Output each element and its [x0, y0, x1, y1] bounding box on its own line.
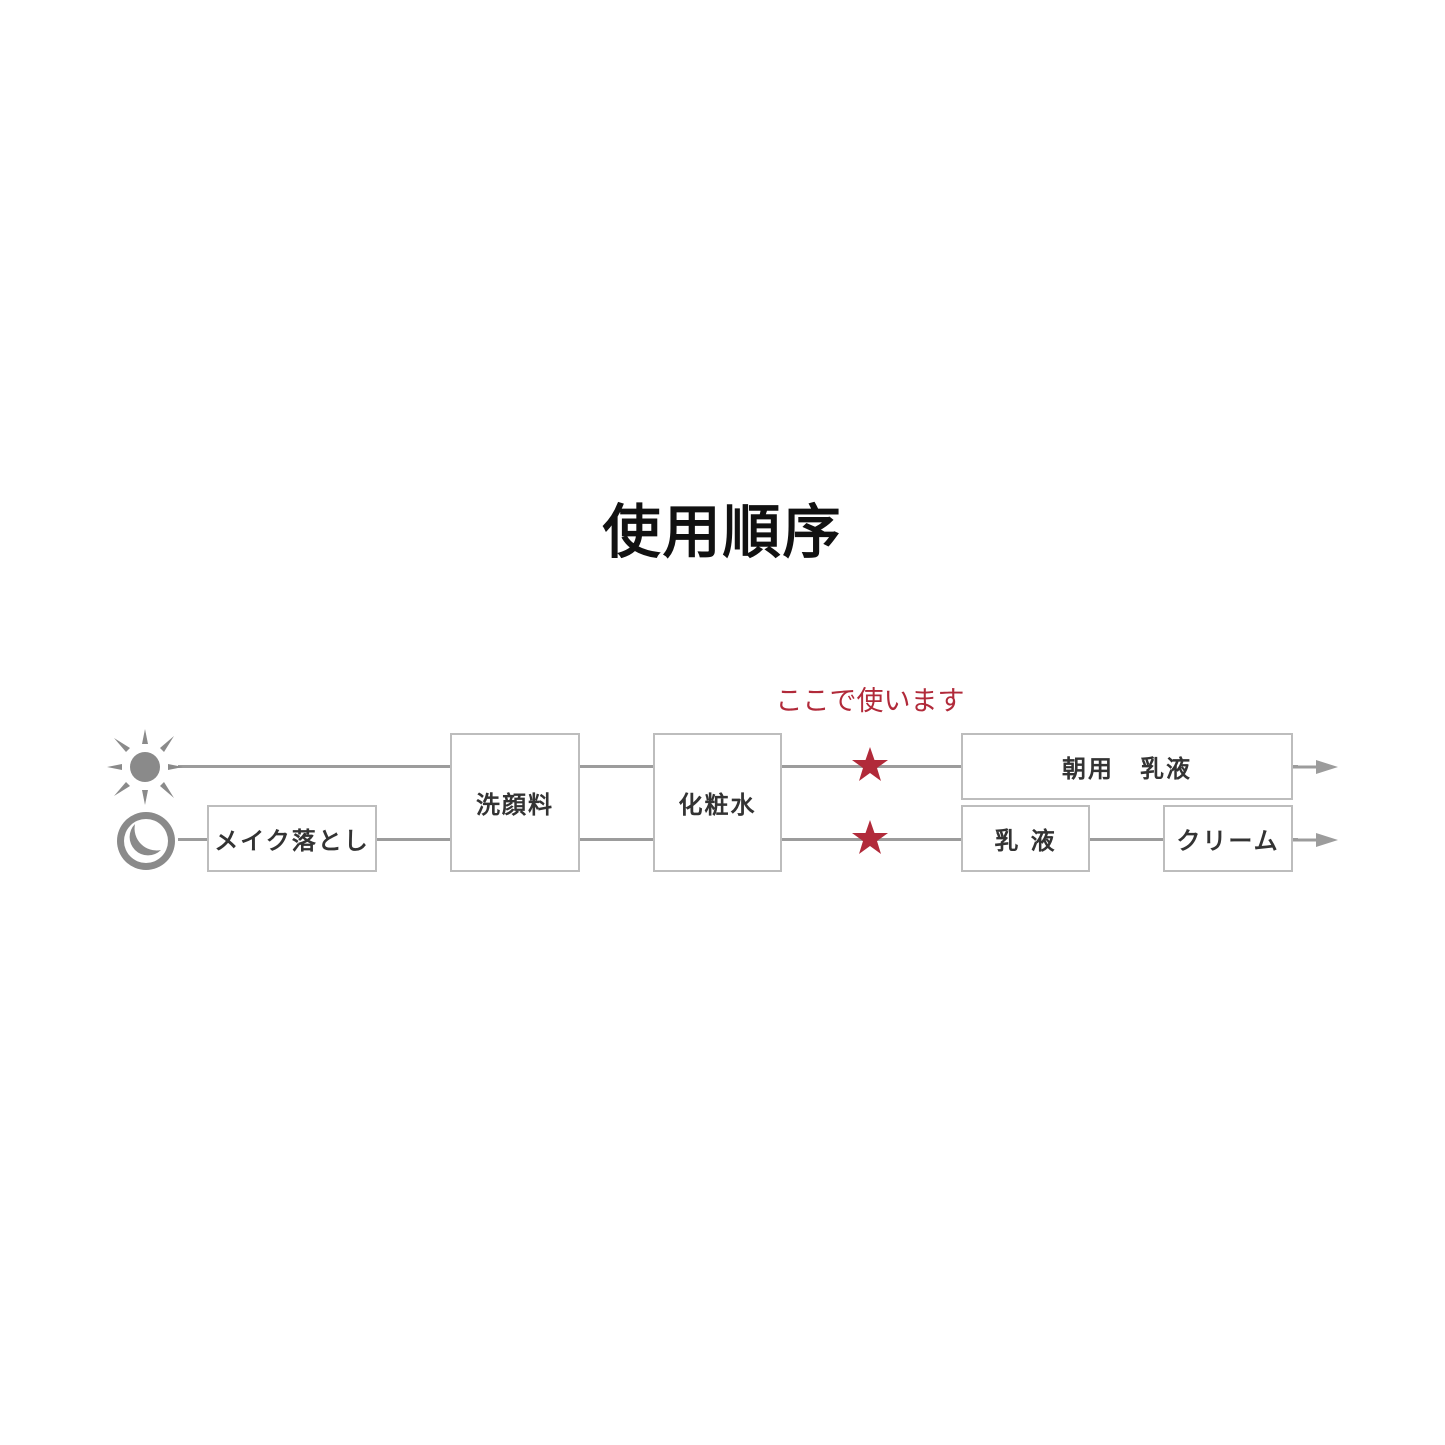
sun-icon [107, 729, 183, 805]
moon-icon [117, 812, 175, 870]
morning-star-icon [852, 747, 888, 781]
step-toner: 化粧水 [653, 733, 782, 872]
usage-note: ここで使います [775, 686, 965, 717]
page-title: 使用順序 [602, 498, 843, 566]
night-arrow-icon [1290, 833, 1338, 847]
step-morning-emulsion: 朝用 乳液 [961, 733, 1293, 800]
morning-arrow-icon [1290, 760, 1338, 774]
step-emulsion: 乳 液 [961, 805, 1090, 872]
step-makeup-remover: メイク落とし [207, 805, 377, 872]
night-star-icon [852, 820, 888, 854]
step-face-wash: 洗顔料 [450, 733, 580, 872]
step-cream: クリーム [1163, 805, 1293, 872]
